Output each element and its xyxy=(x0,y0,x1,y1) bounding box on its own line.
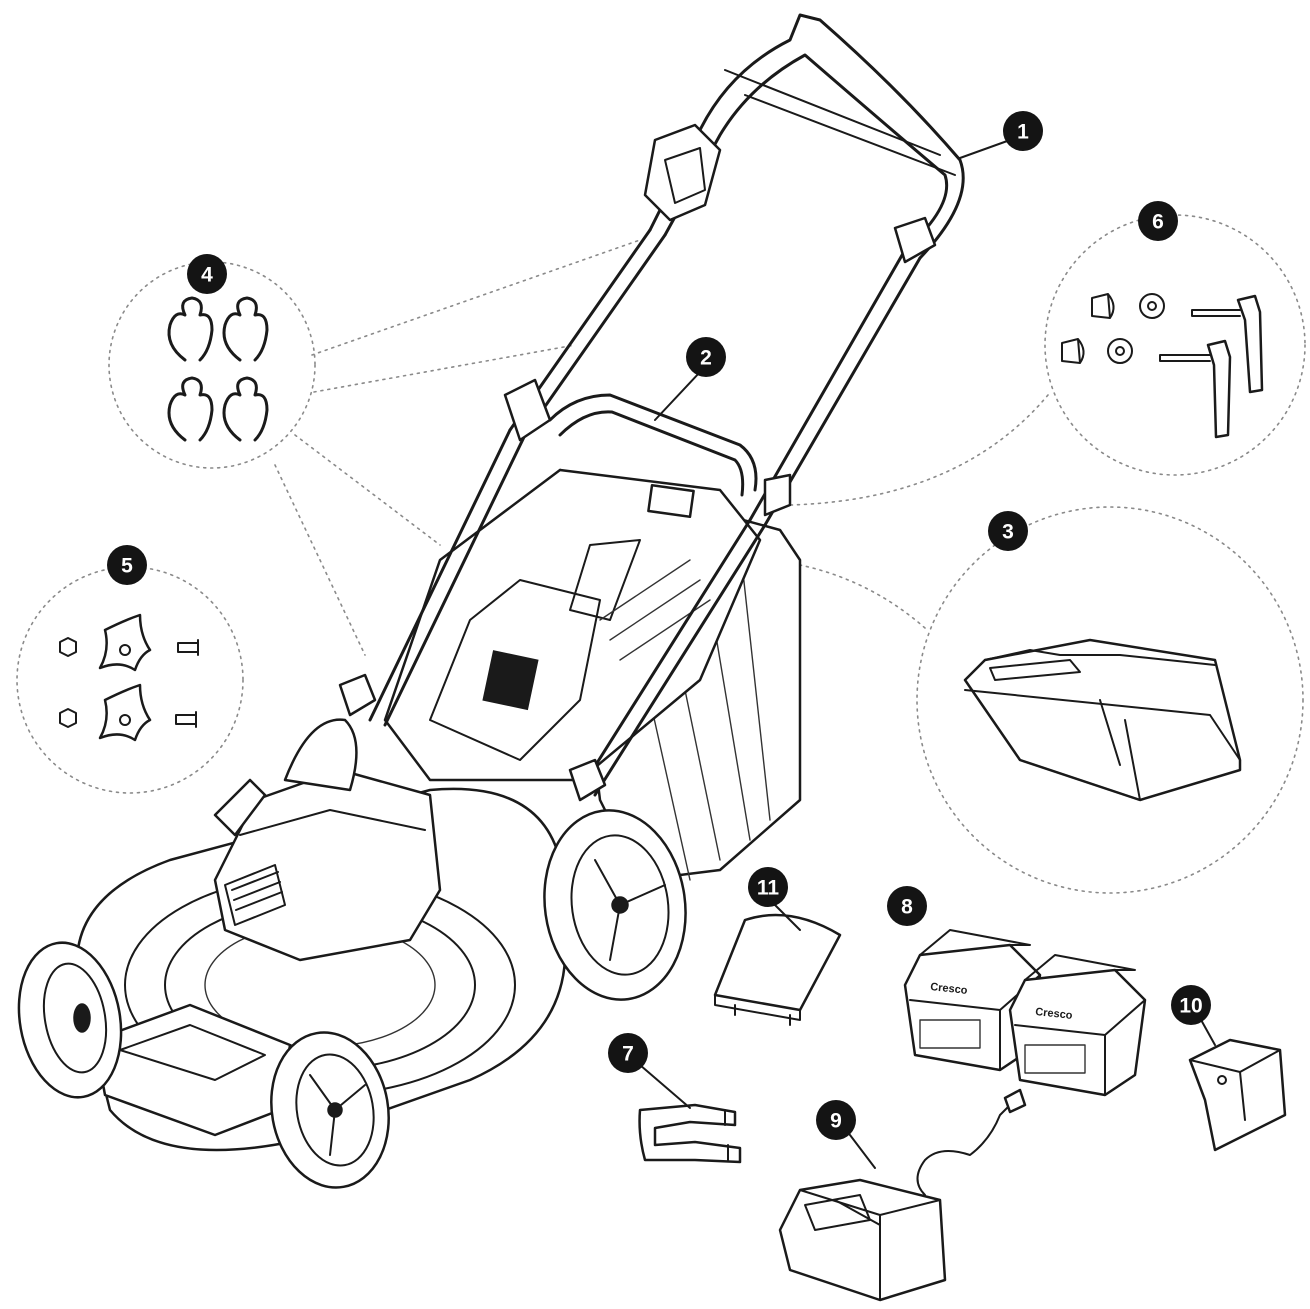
part-10-mulch-plug xyxy=(1188,1038,1287,1152)
detail-circle-3 xyxy=(916,506,1304,894)
detail-circle-6 xyxy=(1044,214,1306,476)
battery-1: Cresco xyxy=(903,929,1042,1072)
part-3-grass-catcher xyxy=(963,638,1242,802)
mower-wheel-rear-right xyxy=(543,809,687,1001)
svg-text:4: 4 xyxy=(201,264,213,287)
charger-plug xyxy=(1003,1088,1027,1114)
leader-6 xyxy=(789,394,1049,506)
safety-key xyxy=(638,1103,742,1164)
svg-text:1: 1 xyxy=(1017,121,1029,144)
bolt-2 xyxy=(175,711,197,728)
svg-text:8: 8 xyxy=(901,896,913,919)
svg-text:10: 10 xyxy=(1179,995,1202,1018)
lawn-mower xyxy=(17,13,965,1189)
callout-8: 8 xyxy=(887,886,927,926)
fastener-sleeve-2 xyxy=(1061,338,1085,364)
fastener-sleeve-1 xyxy=(1091,293,1115,319)
part-11-cover xyxy=(713,913,842,1026)
blade-1 xyxy=(98,613,152,672)
cover-panel xyxy=(713,913,842,1012)
callout-9: 9 xyxy=(816,1100,856,1140)
svg-text:2: 2 xyxy=(700,347,712,370)
part-6-handle-fasteners xyxy=(1061,293,1264,439)
callout-6: 6 xyxy=(1138,201,1178,241)
mower-wheel-rear-left xyxy=(283,718,358,792)
svg-text:11: 11 xyxy=(757,877,780,900)
battery-1-brand: Cresco xyxy=(930,981,969,997)
mulch-plug xyxy=(1188,1038,1287,1152)
nut-1 xyxy=(59,637,77,657)
part-7-safety-key xyxy=(638,1103,742,1164)
mower-wheel-front-left xyxy=(17,941,123,1099)
leader-3 xyxy=(799,564,926,629)
quick-release-lever-1 xyxy=(1236,294,1264,394)
charger-cable xyxy=(916,1104,1011,1196)
mower-height-lever xyxy=(213,778,267,837)
part-5-blade-kit xyxy=(59,613,199,742)
callout-4: 4 xyxy=(187,254,227,294)
clip-4 xyxy=(222,376,269,442)
part-9-charger xyxy=(778,1088,1027,1302)
battery-2-brand: Cresco xyxy=(1035,1006,1074,1022)
callout-11: 11 xyxy=(748,867,788,907)
mower-handle-switch xyxy=(643,123,722,222)
callout-10: 10 xyxy=(1171,985,1211,1025)
callout-2: 2 xyxy=(686,337,726,377)
leader-4a xyxy=(311,239,641,356)
detail-circles xyxy=(16,214,1306,894)
mower-display-panel xyxy=(482,650,539,711)
mower-lower-handle-crossbar xyxy=(548,393,758,492)
clip-1 xyxy=(167,296,214,362)
battery-2: Cresco xyxy=(1008,954,1147,1097)
washer-2 xyxy=(1107,338,1133,364)
callout-1: 1 xyxy=(1003,111,1043,151)
mower-upper-handle xyxy=(648,13,965,260)
blade-2 xyxy=(98,683,152,742)
mower-wheel-front-right xyxy=(270,1031,390,1189)
part-8-batteries: Cresco Cresco xyxy=(903,929,1147,1097)
svg-text:3: 3 xyxy=(1002,521,1014,544)
quick-release-lever-2 xyxy=(1206,339,1232,439)
clip-3 xyxy=(167,376,214,442)
svg-text:6: 6 xyxy=(1152,211,1164,234)
part-4-clips xyxy=(167,296,269,442)
charger-body xyxy=(778,1178,947,1302)
svg-text:7: 7 xyxy=(622,1043,634,1066)
leader-4b xyxy=(313,344,576,393)
callout-7: 7 xyxy=(608,1033,648,1073)
bolt-1 xyxy=(177,639,199,656)
callout-3: 3 xyxy=(988,511,1028,551)
clip-2 xyxy=(222,296,269,362)
svg-text:9: 9 xyxy=(830,1110,842,1133)
quick-release-bolt-1 xyxy=(1191,309,1241,317)
quick-release-bolt-2 xyxy=(1159,354,1211,362)
leader-4c xyxy=(294,434,441,546)
callout-leaders xyxy=(639,139,1216,1169)
callout-5: 5 xyxy=(107,545,147,585)
detail-circle-5 xyxy=(16,566,244,794)
washer-1 xyxy=(1139,293,1165,319)
nut-2 xyxy=(59,708,77,728)
svg-text:5: 5 xyxy=(121,555,133,578)
mower-motor-cover xyxy=(213,768,442,962)
leader-4d xyxy=(274,464,366,656)
